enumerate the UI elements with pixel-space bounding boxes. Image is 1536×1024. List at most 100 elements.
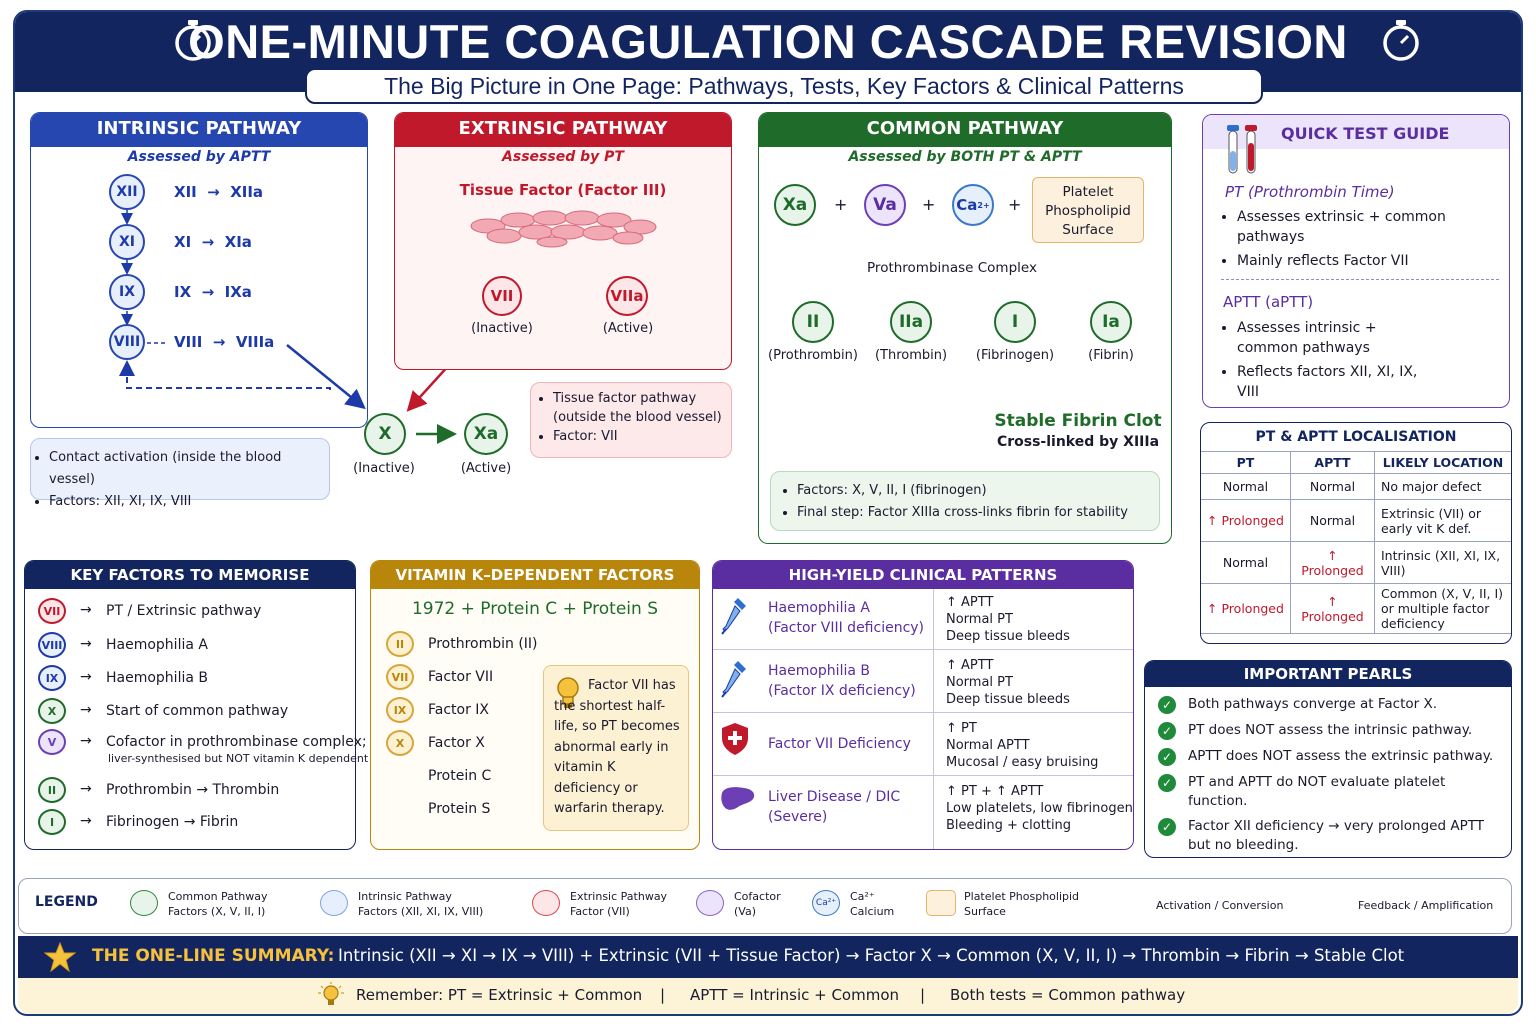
table-cell: Common (X, V, II, I) or multiple factor … [1374, 583, 1511, 634]
remember-bar [18, 978, 1518, 1014]
text-label: XIIa [230, 183, 264, 201]
common-subtitle: Assessed by BOTH PT & APTT [848, 149, 1082, 165]
active-label: (Active) [460, 461, 512, 476]
legend-panel: LEGEND [18, 878, 1512, 934]
text-label: Normal PT [946, 675, 1013, 690]
tissue-cells-icon [470, 210, 657, 248]
text-label: Deep tissue bleeds [946, 692, 1070, 707]
col-header: PT [1201, 451, 1291, 474]
check-icon: ✓ [1158, 722, 1176, 740]
clinical-pattern-haemophilia-a: Haemophilia A(Factor VIII deficiency) [768, 598, 924, 638]
extrinsic-title: EXTRINSIC PATHWAY [395, 113, 731, 147]
separator: | [660, 986, 666, 1004]
plus-sign: + [922, 195, 936, 214]
text-label: (Factor IX deficiency) [768, 683, 916, 699]
arrow-glyph: → [80, 602, 92, 618]
pearls-title: IMPORTANT PEARLS [1145, 661, 1511, 687]
common-note: Final step: Factor XIIIa cross-links fib… [797, 502, 1153, 524]
text-label: Liver Disease / DIC [768, 789, 901, 805]
lightbulb-icon [318, 982, 344, 1005]
remember-pt: Remember: PT = Extrinsic + Common [356, 986, 643, 1004]
text-label: (Severe) [768, 809, 828, 825]
table-cell: ↑ Prolonged [1290, 541, 1375, 584]
text-label: XIa [224, 233, 252, 251]
text-label: Deep tissue bleeds [946, 629, 1070, 644]
factor-x-node: X [364, 413, 406, 455]
common-note: Factors: X, V, II, I (fibrinogen) [797, 480, 1153, 502]
check-icon: ✓ [1158, 748, 1176, 766]
extrinsic-note: Factor: VII [553, 427, 725, 446]
key-factor-node: V [38, 729, 66, 755]
plus-sign: + [1008, 195, 1022, 214]
key-factor-subtext: liver-synthesised but NOT vitamin K depe… [108, 752, 369, 765]
check-icon: ✓ [1158, 818, 1176, 836]
vitamin-k-factor-node: VII [386, 664, 414, 690]
vitamin-k-factor-text: Factor IX [428, 702, 490, 718]
pearl-text: Factor XII deficiency → very prolonged A… [1188, 818, 1484, 853]
pt-item: Assesses extrinsic + common pathways [1237, 207, 1483, 247]
arrow-glyph: → [80, 702, 92, 718]
legend-swatch [130, 890, 158, 916]
common-factor-node: Ia [1090, 301, 1132, 343]
legend-swatch [532, 890, 560, 916]
key-factor-text: Prothrombin → Thrombin [106, 782, 280, 798]
arrow-glyph: → [80, 733, 92, 749]
factor-viia-node: VIIa [606, 276, 648, 316]
pt-title: PT (Prothrombin Time) [1225, 183, 1395, 201]
common-factor-name: (Prothrombin) [768, 348, 858, 363]
text-label: VIII [174, 333, 203, 351]
text-label: IX [174, 283, 192, 301]
extrinsic-note: Tissue factor pathway (outside the blood… [553, 389, 725, 427]
summary-bar [18, 936, 1518, 978]
legend-swatch [320, 890, 348, 916]
shield-cross-icon [720, 722, 756, 764]
legend-swatch [926, 890, 956, 916]
table-cell: Normal [1201, 473, 1291, 500]
pearl-text: PT and APTT do NOT evaluate platelet fun… [1188, 774, 1446, 809]
key-factor-text: Haemophilia B [106, 670, 208, 686]
table-cell: Normal [1290, 499, 1375, 542]
key-factor-text: PT / Extrinsic pathway [106, 603, 262, 619]
tissue-factor-label: Tissue Factor (Factor III) [459, 181, 667, 199]
intrinsic-conversion: XI → XIa [174, 233, 252, 251]
quick-test-panel: QUICK TEST GUIDE PT (Prothrombin Time) A… [1202, 114, 1510, 408]
text-label: Bleeding + clotting [946, 818, 1072, 833]
table-cell: Normal [1201, 541, 1291, 584]
prothrombinase-label: Prothrombinase Complex [867, 260, 1037, 276]
common-notes: Factors: X, V, II, I (fibrinogen) Final … [770, 471, 1160, 531]
key-factor-node: VIII [38, 632, 66, 658]
intrinsic-factor-node: IX [109, 274, 145, 310]
pearls-panel: IMPORTANT PEARLS [1144, 660, 1512, 858]
vitamin-k-factor-node: IX [386, 697, 414, 723]
text-label: XI [174, 233, 192, 251]
localisation-panel: PT & APTT LOCALISATION PT APTT LIKELY LO… [1200, 422, 1512, 644]
common-title: COMMON PATHWAY [759, 113, 1171, 147]
pipette-icon [720, 596, 756, 638]
vitamin-k-factor-text: Prothrombin (II) [428, 636, 538, 652]
arrow-glyph: → [80, 636, 92, 652]
text-label: (Va) [734, 905, 756, 918]
page-frame [13, 10, 1523, 1016]
vitamin-k-mnemonic: 1972 + Protein C + Protein S [411, 599, 659, 619]
aptt-list: Assesses intrinsic + common pathways Ref… [1223, 318, 1423, 402]
vitamin-k-tip-text: Factor VII has the shortest half-life, s… [554, 678, 680, 816]
text-label: Mucosal / easy bruising [946, 755, 1099, 770]
key-factor-node: X [38, 698, 66, 724]
key-factor-node: VII [38, 598, 66, 624]
plus-sign: + [834, 195, 848, 214]
common-factor-name: (Fibrinogen) [975, 348, 1055, 363]
text-label: Factors (XII, XI, IX, VIII) [358, 905, 484, 918]
legend-swatch: Ca²⁺ [812, 890, 840, 916]
